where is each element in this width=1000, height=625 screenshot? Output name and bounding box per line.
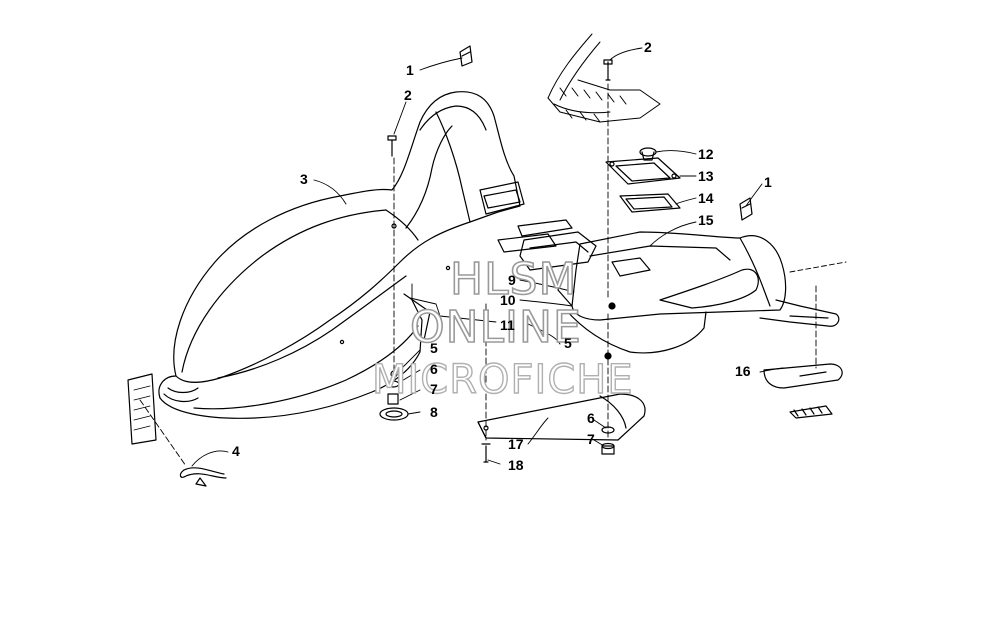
hardware-stack-left xyxy=(379,370,409,421)
callout-4[interactable]: 4 xyxy=(232,443,240,459)
heel-plate-drawing xyxy=(763,363,843,419)
handle-cap-top xyxy=(459,45,473,67)
tag-plate-drawing xyxy=(127,373,157,445)
leader-lines xyxy=(139,47,847,467)
callout-12[interactable]: 12 xyxy=(698,146,714,162)
callout-1-right[interactable]: 1 xyxy=(764,174,772,190)
callout-11[interactable]: 11 xyxy=(500,317,515,333)
callout-8[interactable]: 8 xyxy=(430,404,438,420)
callout-9[interactable]: 9 xyxy=(508,272,516,288)
callout-5-left[interactable]: 5 xyxy=(430,340,438,356)
callout-14[interactable]: 14 xyxy=(698,190,714,206)
callout-10[interactable]: 10 xyxy=(500,292,516,308)
callout-2-top[interactable]: 2 xyxy=(644,39,652,55)
pin-18 xyxy=(481,443,491,463)
hatch-parts-drawing xyxy=(497,147,681,253)
tunnel-tray-drawing xyxy=(519,231,840,354)
handlebar-area-drawing xyxy=(547,33,661,123)
mud-flap-drawing xyxy=(477,393,646,441)
bolt-seat xyxy=(387,135,397,157)
callout-13[interactable]: 13 xyxy=(698,168,714,184)
callout-7-right[interactable]: 7 xyxy=(587,431,595,447)
callout-16[interactable]: 16 xyxy=(735,363,751,379)
seat-drawing xyxy=(158,91,525,419)
hairpin-clip xyxy=(179,467,227,487)
callout-6-right[interactable]: 6 xyxy=(587,410,595,426)
callout-17[interactable]: 17 xyxy=(508,436,524,452)
callout-15[interactable]: 15 xyxy=(698,212,714,228)
callout-7-left[interactable]: 7 xyxy=(430,381,438,397)
callout-2-seat[interactable]: 2 xyxy=(404,87,412,103)
handle-cap-right xyxy=(739,197,753,221)
callout-5-right[interactable]: 5 xyxy=(564,335,572,351)
callout-1-top[interactable]: 1 xyxy=(406,62,414,78)
bolt-top-right xyxy=(603,59,613,81)
callout-18[interactable]: 18 xyxy=(508,457,524,473)
callout-6-left[interactable]: 6 xyxy=(430,361,438,377)
callout-3[interactable]: 3 xyxy=(300,171,308,187)
